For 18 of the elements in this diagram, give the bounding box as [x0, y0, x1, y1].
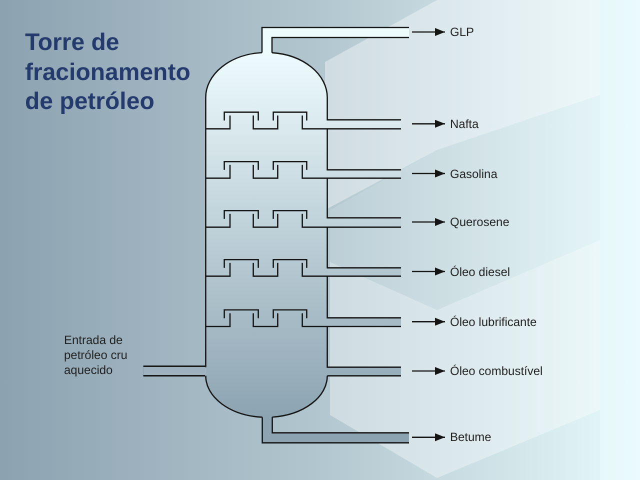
product-label: Óleo diesel [450, 264, 510, 278]
product-label: Óleo combustível [450, 364, 543, 378]
arrow [412, 218, 445, 226]
product-label: GLP [450, 25, 474, 39]
product-label: Querosene [450, 215, 510, 229]
product-label: Óleo lubrificante [450, 314, 537, 329]
product-label: Gasolina [450, 166, 498, 180]
title: Torre de fracionamento de petróleo [25, 28, 192, 116]
inlet-label: Entrada de petróleo cru aquecido [64, 333, 132, 378]
arrow [412, 120, 445, 128]
arrow [412, 28, 445, 36]
arrow [412, 318, 445, 326]
arrow [412, 170, 445, 178]
arrow [412, 268, 445, 276]
arrow [412, 433, 445, 442]
arrow [412, 367, 445, 375]
product-label: Betume [450, 430, 492, 444]
product-label: Nafta [450, 116, 479, 131]
